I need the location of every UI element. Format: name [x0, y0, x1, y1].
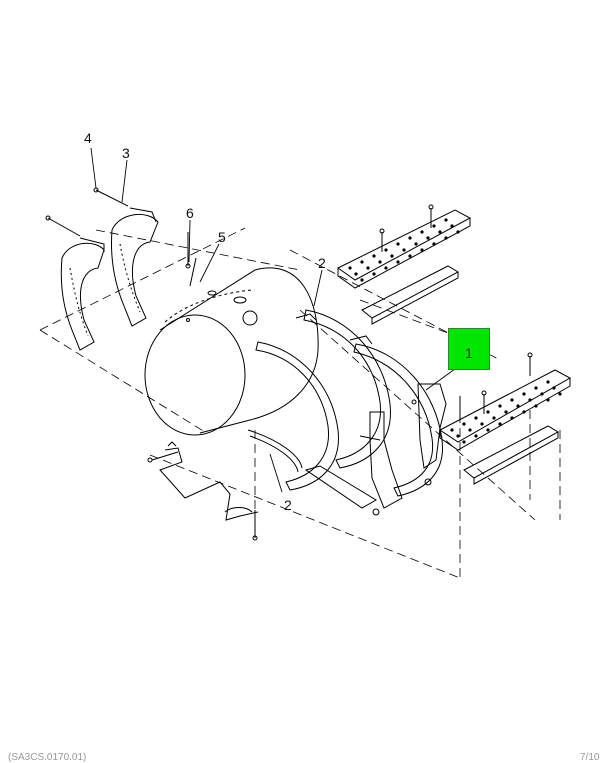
callout-2-lower: 2	[284, 497, 292, 513]
upper-step-holes	[348, 218, 460, 282]
left-bracket-front	[60, 237, 105, 351]
callout-2-upper: 2	[318, 255, 326, 271]
left-bracket-rear	[111, 207, 159, 327]
fuel-tank	[144, 267, 319, 436]
callout-6: 6	[186, 205, 194, 221]
fuel-line	[159, 441, 259, 521]
assembly-dash-lines	[39, 227, 561, 579]
callout-5: 5	[218, 229, 226, 245]
strap-brackets	[295, 313, 447, 516]
leader-lines	[90, 147, 460, 493]
highlighted-callout-1[interactable]: 1	[448, 328, 490, 370]
footer-left: (SA3CS.0170.01)	[8, 752, 87, 763]
callout-1-label: 1	[465, 345, 473, 361]
upper-step	[337, 209, 472, 325]
callout-4: 4	[84, 130, 92, 146]
lower-step-holes	[450, 380, 562, 444]
tank-straps	[247, 309, 443, 497]
callout-3: 3	[122, 145, 130, 161]
bolts	[45, 187, 533, 541]
lower-step	[439, 369, 572, 485]
footer-right: 7/10	[580, 752, 600, 763]
